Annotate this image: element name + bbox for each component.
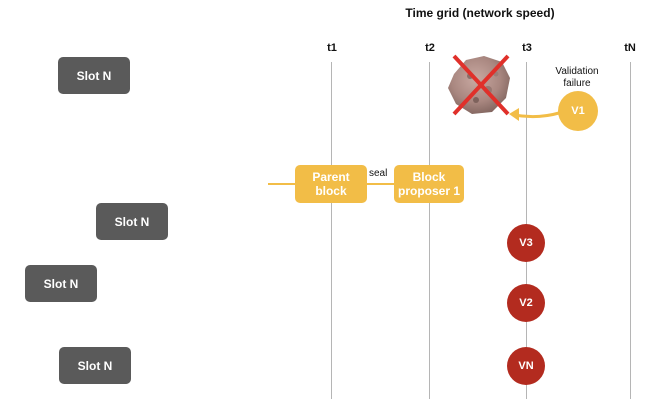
slot-box-4: Slot N [59, 347, 131, 384]
arrow-head-icon [509, 108, 519, 121]
validator-v1: V1 [558, 91, 598, 131]
time-label-tn: tN [624, 42, 636, 54]
diagram-title: Time grid (network speed) [405, 6, 555, 20]
time-gridline-t2 [429, 62, 430, 399]
time-gridline-t1 [331, 62, 332, 399]
parent-block: Parent block [295, 165, 367, 203]
validation-failure-label: Validation failure [555, 66, 599, 89]
cross-line-2 [452, 54, 510, 116]
validator-v2: V2 [507, 284, 545, 322]
time-label-t3: t3 [522, 42, 532, 54]
time-gridline-tn [630, 62, 631, 399]
slot-box-3: Slot N [25, 265, 97, 302]
slot-box-1: Slot N [58, 57, 130, 94]
validation-failure-arrow [513, 111, 560, 119]
validator-vn: VN [507, 347, 545, 385]
time-label-t1: t1 [327, 42, 337, 54]
rejected-block-rock-icon [448, 54, 510, 116]
validator-v3: V3 [507, 224, 545, 262]
seal-label: seal [369, 168, 388, 179]
slot-box-2: Slot N [96, 203, 168, 240]
time-label-t2: t2 [425, 42, 435, 54]
block-proposer-box: Block proposer 1 [394, 165, 464, 203]
